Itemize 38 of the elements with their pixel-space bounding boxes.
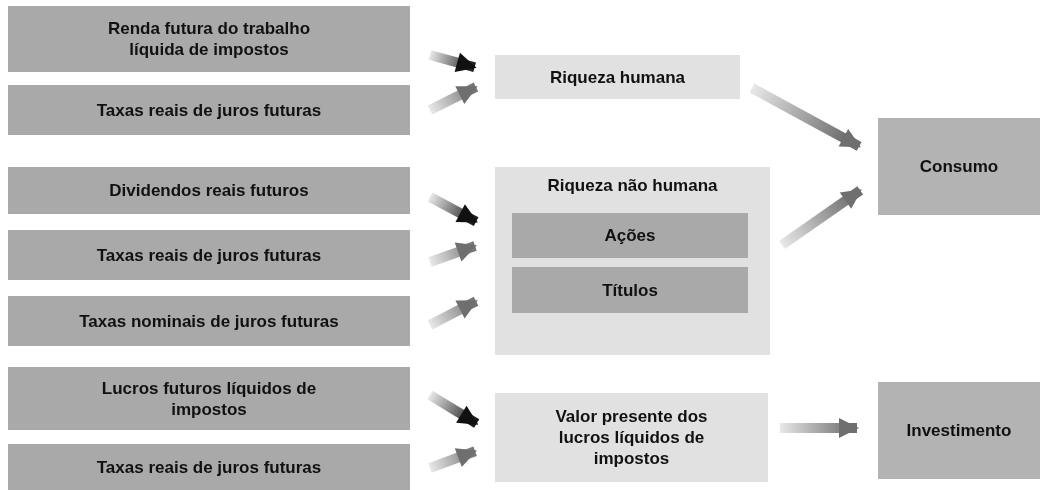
arrow — [427, 82, 479, 115]
arrow — [749, 83, 862, 151]
arrow — [427, 390, 480, 428]
process-box — [878, 382, 1040, 479]
box-label: Riqueza não humana — [547, 175, 718, 196]
process-box — [512, 267, 748, 313]
process-box — [495, 55, 740, 99]
process-box — [8, 444, 410, 490]
box-label: Taxas reais de juros futuras — [96, 99, 322, 121]
process-box — [8, 85, 410, 135]
box-label: Taxas reais de juros futuras — [96, 244, 322, 266]
box-label: Renda futura do trabalho líquida de impostos — [106, 18, 312, 60]
group-box — [495, 167, 770, 355]
arrow — [779, 186, 864, 250]
process-box — [878, 118, 1040, 215]
process-box — [495, 393, 768, 482]
box-label: Taxas reais de juros futuras — [96, 456, 322, 478]
box-label: Valor presente dos lucros líquidos de impostos — [554, 406, 709, 469]
arrow — [428, 446, 477, 473]
arrow — [428, 241, 477, 267]
box-label: Lucros futuros líquidos de impostos — [100, 377, 318, 420]
box-label: Ações — [604, 225, 656, 246]
box-label: Títulos — [602, 279, 658, 301]
process-box — [8, 6, 410, 72]
process-box — [8, 367, 410, 430]
arrow — [427, 296, 479, 330]
process-box — [8, 167, 410, 214]
process-box — [512, 213, 748, 258]
arrow — [427, 192, 479, 226]
box-label: Dividendos reais futuros — [109, 180, 309, 201]
arrow — [428, 50, 477, 73]
process-box — [8, 296, 410, 346]
box-label: Riqueza humana — [549, 66, 686, 88]
box-label: Investimento — [906, 420, 1012, 441]
arrow — [780, 418, 859, 438]
box-label: Taxas nominais de juros futuras — [79, 310, 339, 332]
box-label: Consumo — [919, 156, 999, 177]
process-box — [8, 230, 410, 280]
